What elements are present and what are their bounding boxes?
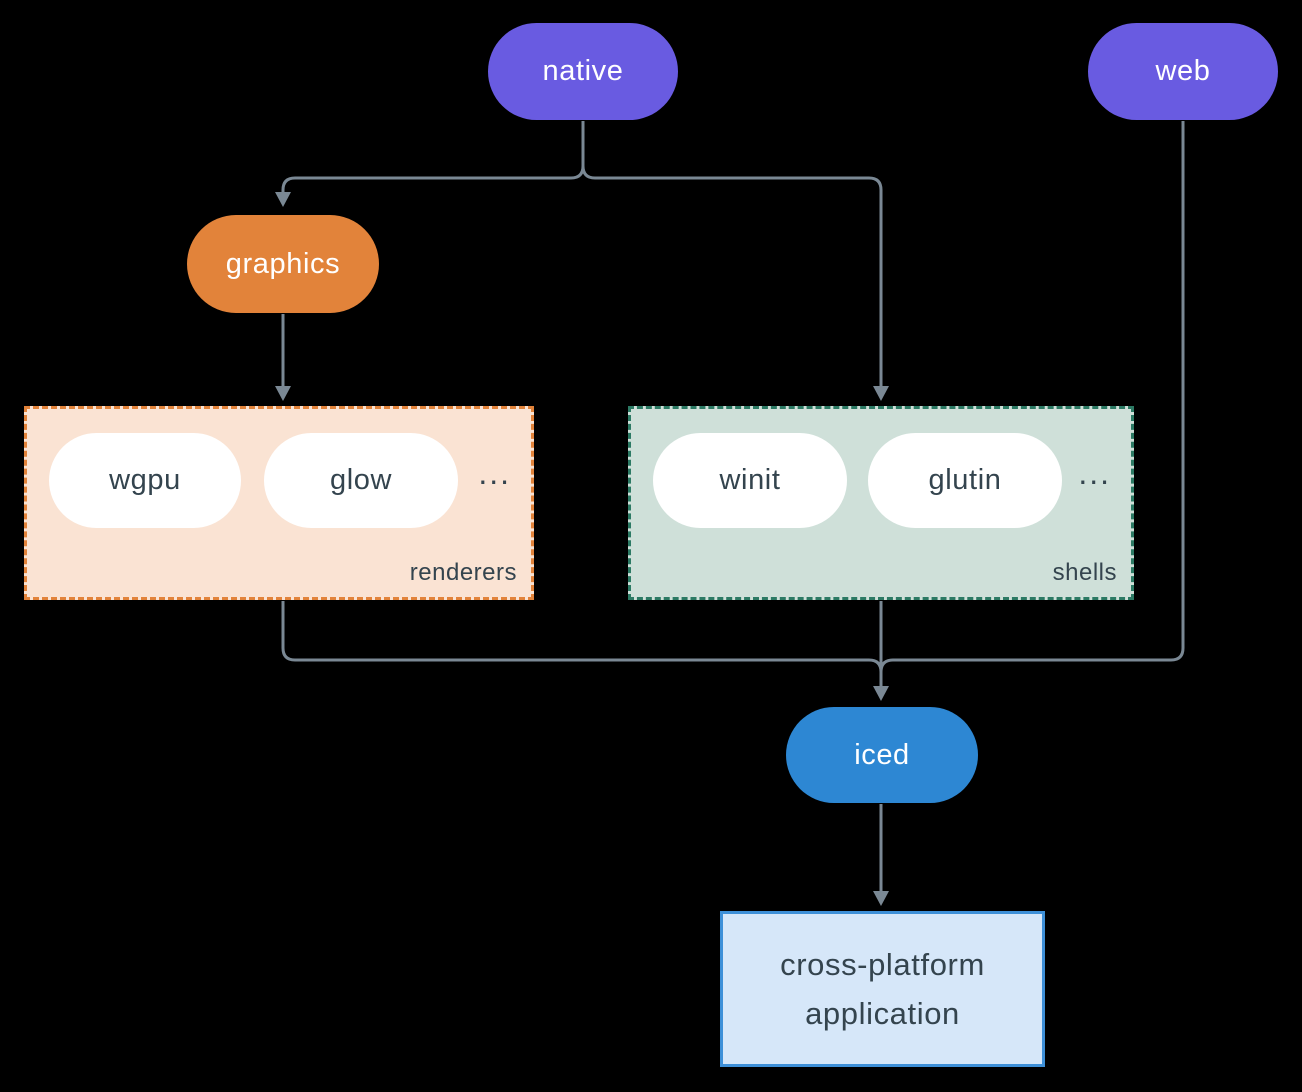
arrowhead-iced [873,686,889,701]
node-wgpu: wgpu [49,433,241,528]
node-glutin: glutin [868,433,1062,528]
edge-native-to-shells [581,165,883,387]
application-label-line1: cross-platform [780,947,985,982]
node-glow: glow [264,433,458,528]
edge-renderers-to-iced [281,601,883,673]
arrowhead-application [873,891,889,906]
arrowhead-shells [873,386,889,401]
node-web: web [1088,23,1278,120]
group-renderers: wgpu glow ... renderers [24,406,534,600]
node-cross-platform-application: cross-platform application [720,911,1045,1067]
shells-ellipsis: ... [1078,455,1111,491]
node-winit: winit [653,433,847,528]
node-iced: iced [786,707,978,803]
renderers-ellipsis: ... [478,455,511,491]
node-graphics: graphics [187,215,379,313]
shells-group-label: shells [1052,559,1117,586]
renderers-group-label: renderers [409,559,517,586]
group-shells: winit glutin ... shells [628,406,1134,600]
edge-native-to-graphics [281,165,585,193]
node-native: native [488,23,678,120]
application-label-line2: application [805,996,960,1031]
arrowhead-renderers [275,386,291,401]
arrowhead-graphics [275,192,291,207]
